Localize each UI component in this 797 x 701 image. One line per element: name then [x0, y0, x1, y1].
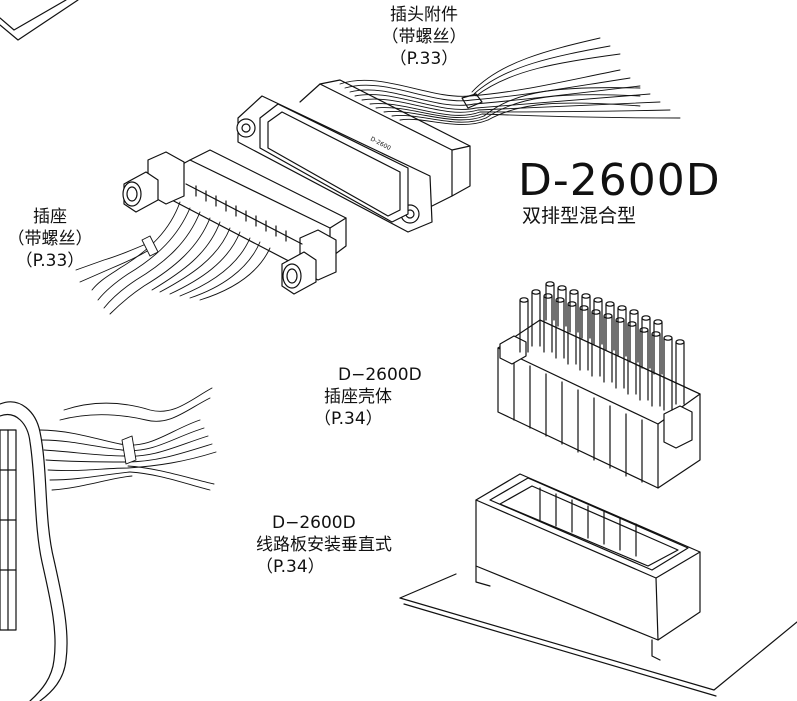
callout-plug-accessory-page: （P.33）: [389, 49, 459, 69]
callout-pcb-vertical-name: 线路板安装垂直式: [256, 535, 392, 555]
socket-housing-with-pins: [497, 281, 701, 489]
socket-with-screws: [122, 149, 347, 295]
callout-plug-accessory-name: 插头附件: [390, 5, 458, 25]
callout-socket: 插座 （带螺丝） （P.33）: [0, 206, 100, 272]
callout-pcb-vertical: D−2600D 线路板安装垂直式 （P.34）: [256, 512, 392, 578]
pcb-board: [399, 573, 797, 697]
plug-accessory-shell: D-2600: [236, 79, 483, 233]
callout-socket-housing-model: D−2600D: [338, 365, 422, 385]
contact-pins: [519, 281, 685, 411]
pcb-vertical-header: [475, 473, 701, 661]
socket-wire-bundle: [75, 201, 271, 315]
callout-socket-housing-name: 插座壳体: [324, 387, 392, 407]
callout-socket-name: 插座: [33, 207, 67, 227]
top-left-fragment: [0, 0, 79, 41]
callout-socket-housing: D−2600D 插座壳体 （P.34）: [310, 364, 422, 430]
plug-wire-bundle: [339, 37, 681, 125]
callout-plug-accessory: 插头附件 （带螺丝） （P.33）: [374, 4, 474, 70]
product-title: D-2600D: [518, 155, 721, 206]
lower-left-cutaway: [0, 401, 68, 701]
callout-pcb-vertical-model: D−2600D: [272, 513, 356, 533]
callout-pcb-vertical-page: （P.34）: [256, 557, 325, 577]
product-subtitle: 双排型混合型: [522, 205, 637, 227]
callout-socket-page: （P.33）: [15, 251, 85, 271]
callout-socket-housing-page: （P.34）: [314, 409, 383, 429]
lower-left-wire-bundle: [39, 387, 217, 491]
callout-socket-note: （带螺丝）: [7, 229, 93, 249]
callout-plug-accessory-note: （带螺丝）: [381, 27, 467, 47]
